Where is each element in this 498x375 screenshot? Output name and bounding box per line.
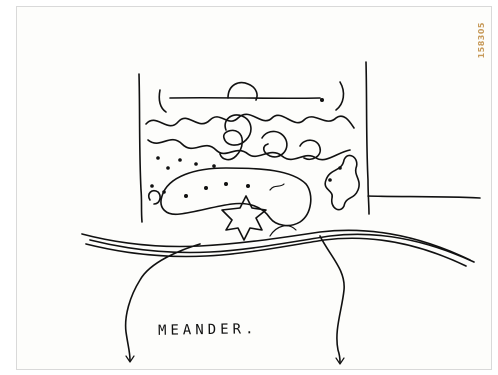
arch-squiggle bbox=[270, 184, 284, 190]
right-wall bbox=[366, 62, 369, 214]
arch-dot bbox=[246, 184, 250, 188]
sketch-caption: MEANDER. bbox=[158, 321, 258, 339]
enclosure-dot bbox=[328, 178, 332, 182]
strand-mid bbox=[270, 226, 296, 236]
wave-line-3 bbox=[90, 234, 474, 262]
top-dot bbox=[320, 98, 324, 102]
wave-line-2 bbox=[86, 238, 466, 266]
top-hook-left bbox=[159, 90, 166, 112]
right-ledge bbox=[368, 196, 480, 198]
arch-dot bbox=[224, 182, 228, 186]
enclosure-dot bbox=[212, 164, 216, 168]
arch-dot bbox=[204, 186, 208, 190]
enclosure-dot bbox=[166, 166, 170, 170]
arch-dot bbox=[184, 194, 188, 198]
right-blob bbox=[325, 155, 359, 209]
enclosure-dot bbox=[194, 162, 198, 166]
left-wall bbox=[139, 74, 142, 222]
strand-left bbox=[126, 244, 200, 360]
enclosure-dot bbox=[156, 156, 160, 160]
left-blob bbox=[149, 191, 160, 204]
top-bar bbox=[170, 98, 320, 99]
archive-stamp: 158305 bbox=[477, 22, 486, 58]
enclosure-dot bbox=[178, 158, 182, 162]
strand-right bbox=[320, 236, 344, 362]
star-shape bbox=[222, 196, 266, 240]
top-hook-right bbox=[336, 82, 343, 110]
enclosure-dot bbox=[150, 184, 154, 188]
lower-arch bbox=[161, 168, 311, 225]
